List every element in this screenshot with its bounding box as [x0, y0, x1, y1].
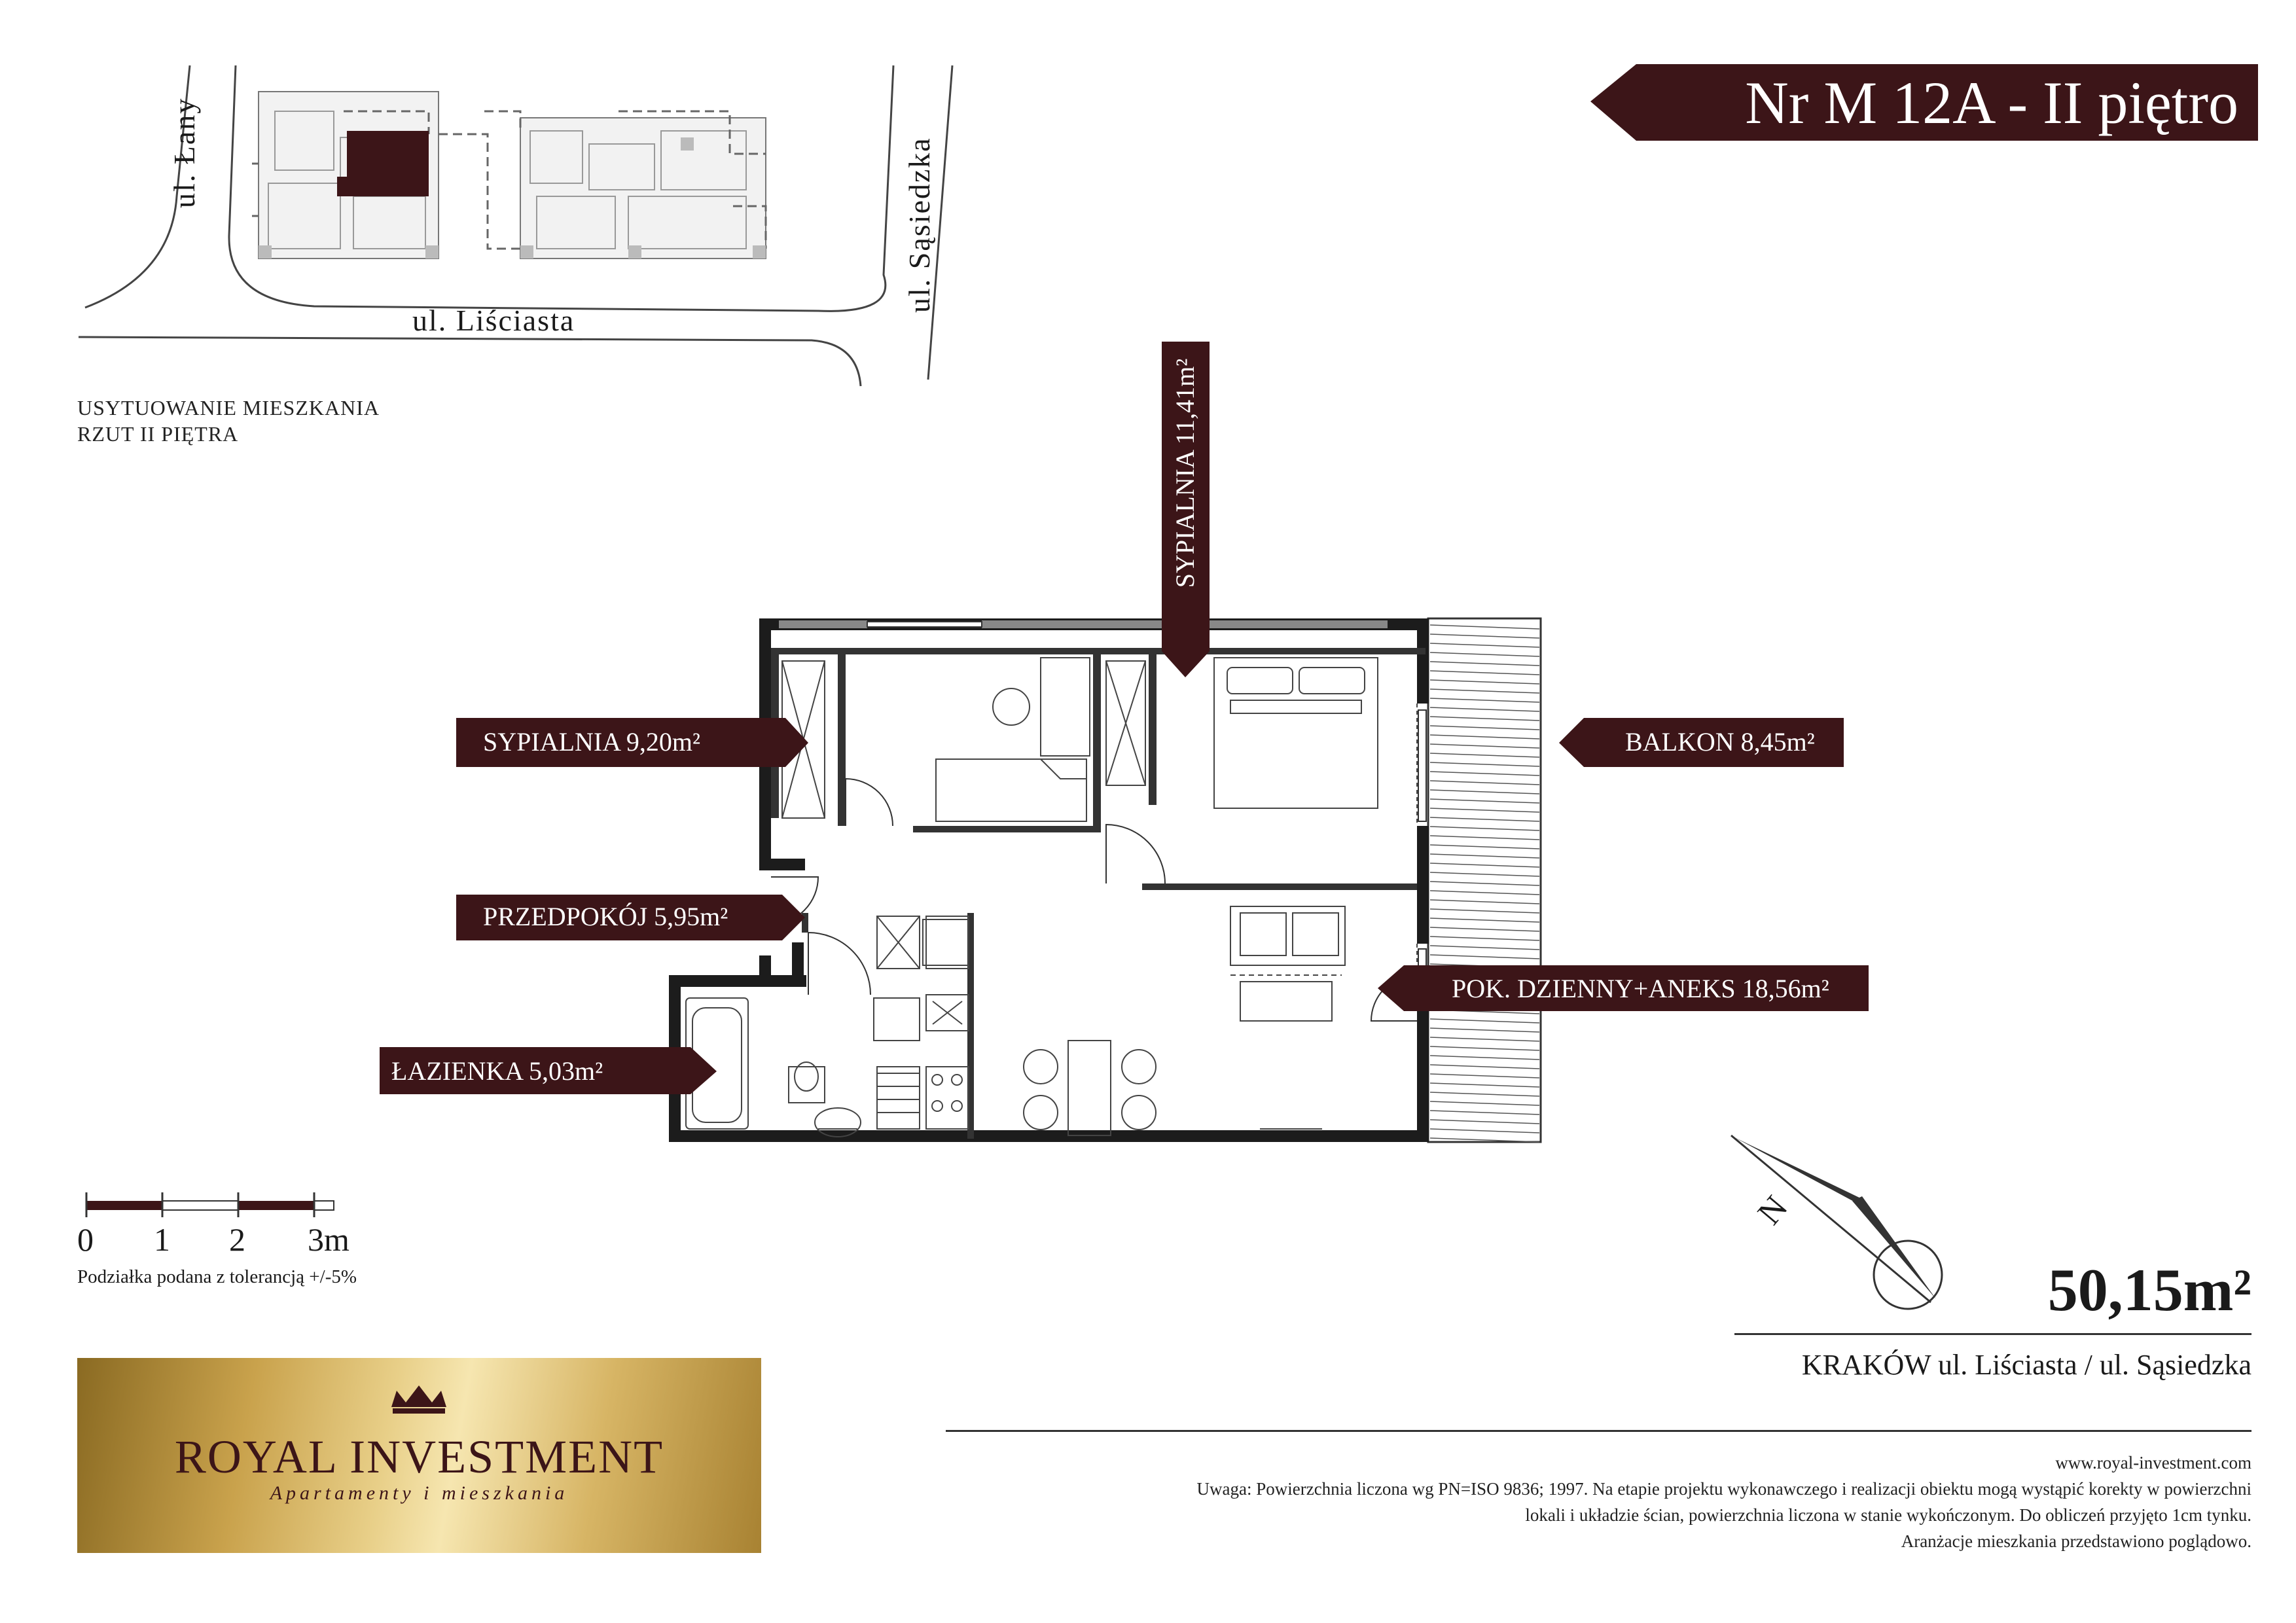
site-plan-caption-1: USYTUOWANIE MIESZKANIA — [77, 396, 380, 419]
room-label-balcony: BALKON 8,45m² — [1625, 727, 1815, 757]
total-area: 50,15m² — [2047, 1257, 2251, 1323]
site-plan-caption-2: RZUT II PIĘTRA — [77, 422, 239, 446]
room-label-living: POK. DZIENNY+ANEKS 18,56m² — [1452, 974, 1829, 1003]
unit-highlight — [347, 131, 429, 196]
footer-note-3: Aranżacje mieszkania przedstawiono poglą… — [1901, 1531, 2251, 1551]
summary-divider — [1734, 1333, 2251, 1335]
logo-name: ROYAL INVESTMENT — [174, 1431, 664, 1483]
room-label-bedroom1: SYPIALNIA 9,20m² — [483, 727, 701, 757]
street-label-bottom: ul. Liściasta — [412, 304, 575, 337]
room-label-bathroom: ŁAZIENKA 5,03m² — [391, 1056, 603, 1086]
footer-note-2: lokali i układzie ścian, powierzchnia li… — [1525, 1505, 2251, 1525]
scale-label-2: 2 — [229, 1221, 245, 1258]
balcony-area — [1427, 617, 1542, 1143]
footer-note-1: Uwaga: Powierzchnia liczona wg PN=ISO 98… — [1196, 1479, 2252, 1499]
location-text: KRAKÓW ul. Liściasta / ul. Sąsiedzka — [1801, 1349, 2251, 1381]
website-link[interactable]: www.royal-investment.com — [2055, 1453, 2251, 1472]
footer-divider — [946, 1430, 2251, 1432]
scale-label-0: 0 — [77, 1221, 94, 1258]
scale-label-1: 1 — [154, 1221, 170, 1258]
room-label-hall: PRZEDPOKÓJ 5,95m² — [483, 902, 728, 931]
scale-label-3m: 3m — [308, 1221, 350, 1258]
unit-title: Nr M 12A - II piętro — [1745, 69, 2238, 136]
logo-panel: ROYAL INVESTMENT Apartamenty i mieszkani… — [77, 1358, 761, 1553]
logo-tagline: Apartamenty i mieszkania — [270, 1482, 569, 1504]
scale-tolerance: Podziałka podana z tolerancją +/-5% — [77, 1266, 357, 1287]
crown-icon — [391, 1385, 446, 1414]
